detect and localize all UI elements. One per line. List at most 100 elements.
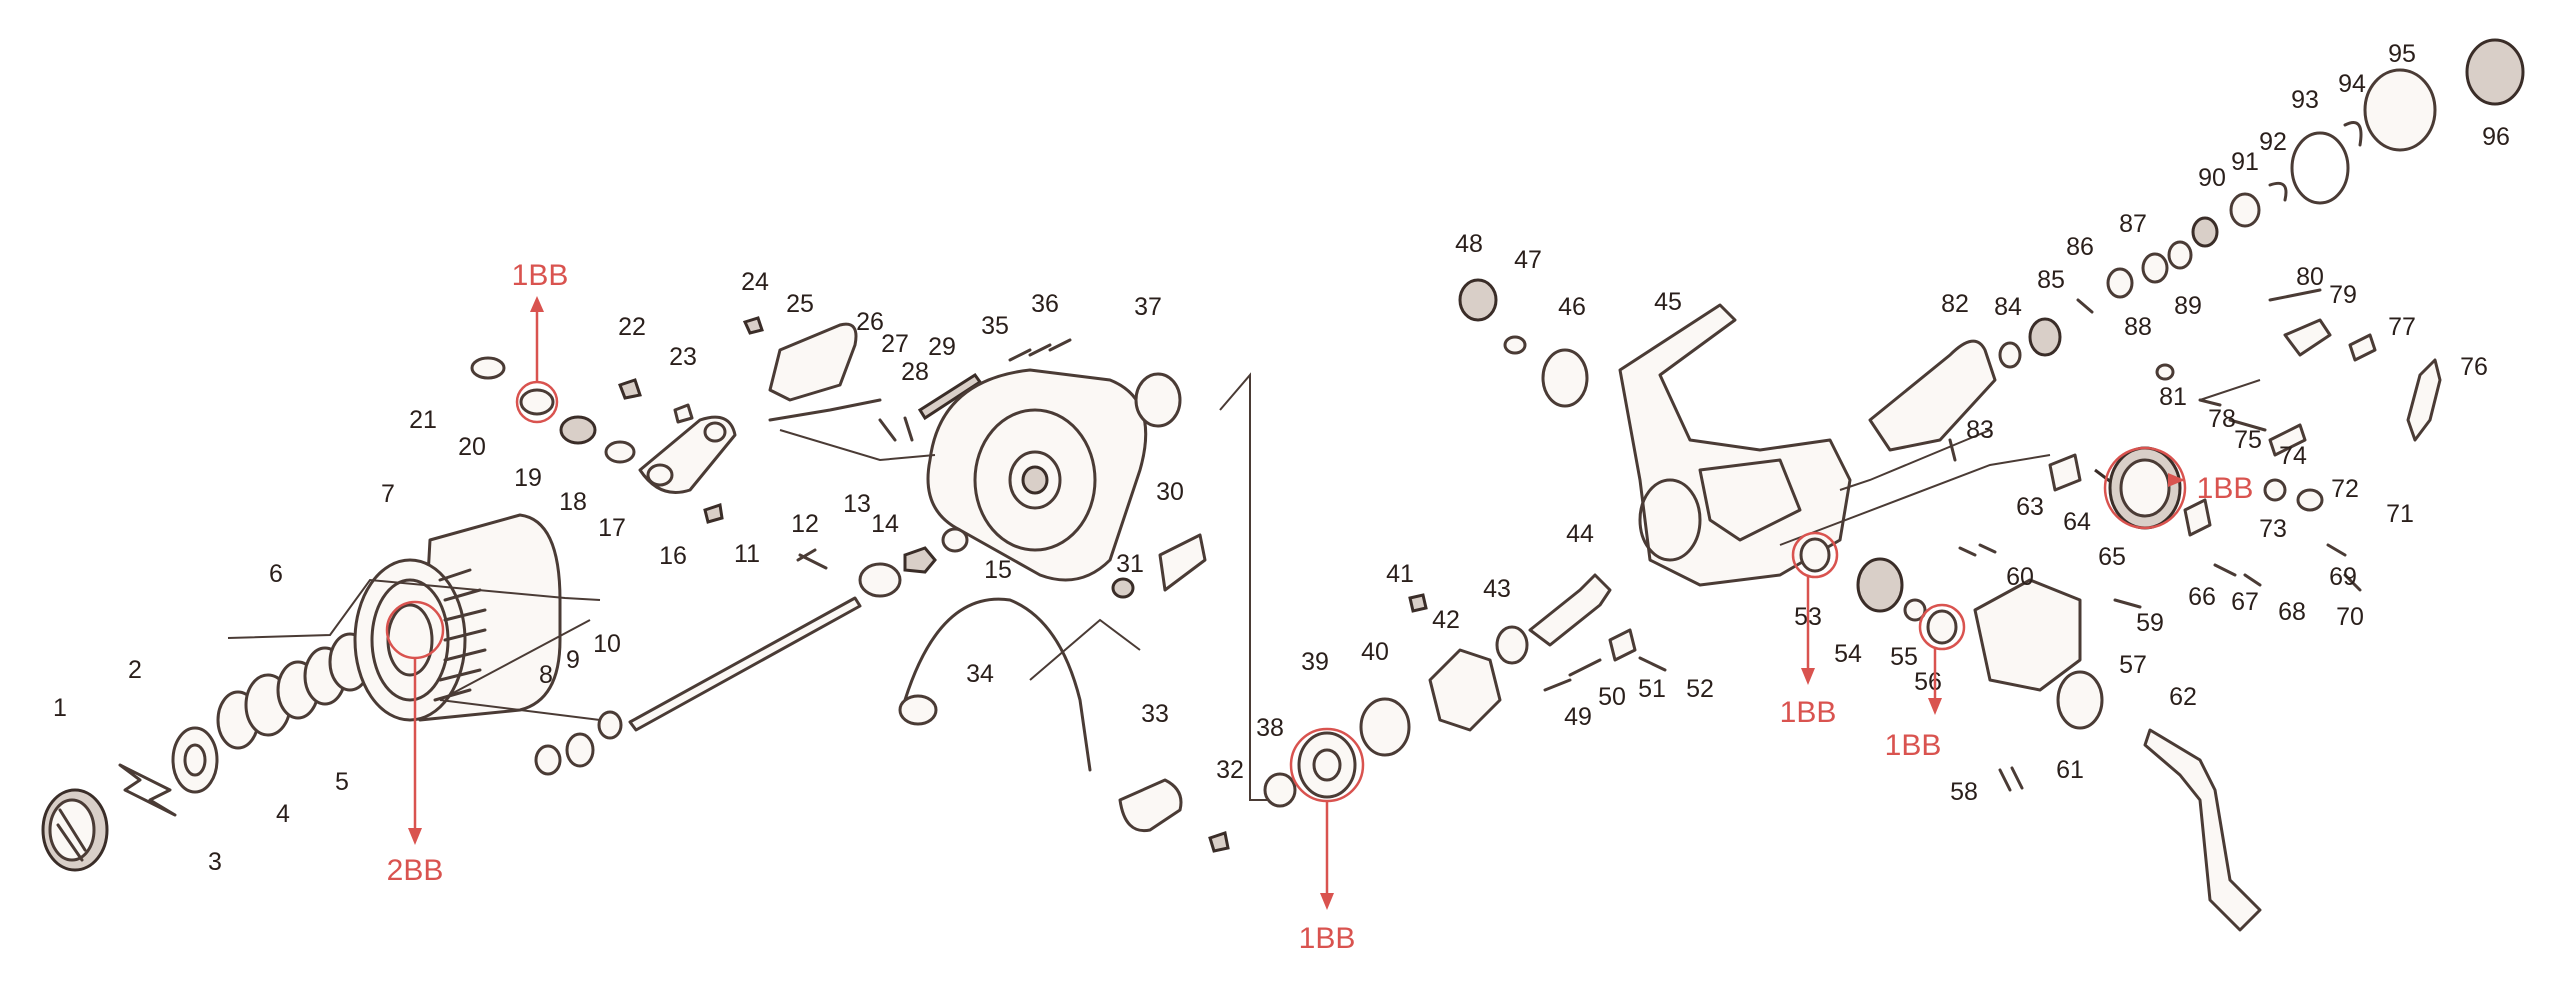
part-label: 88 [2124, 313, 2152, 341]
part-label: 91 [2231, 148, 2259, 176]
bushing-part-23 [673, 403, 694, 424]
part-label: 37 [1134, 293, 1162, 321]
part-76 [2406, 358, 2442, 442]
part-89 [2167, 240, 2193, 270]
part-label: 8 [539, 661, 553, 689]
part-label: 48 [1455, 230, 1483, 258]
part-label: 2 [128, 656, 142, 684]
screw-part-52 [1638, 656, 1667, 672]
screw-part-68 [2243, 573, 2262, 587]
rotor-part-35 [926, 368, 1148, 582]
part-label: 77 [2388, 313, 2416, 341]
spring-part-29 [917, 372, 983, 421]
part-label: 49 [1564, 703, 1592, 731]
bail-support-part-25 [768, 322, 858, 402]
part-label: 50 [1598, 683, 1626, 711]
part-label: 23 [669, 343, 697, 371]
part-label: 75 [2234, 426, 2262, 454]
bearing-callout: 1BB [1780, 531, 1839, 729]
part-label: 39 [1301, 648, 1329, 676]
part-label: 83 [1966, 416, 1994, 444]
part-77 [2348, 333, 2377, 362]
ring-part-93 [2290, 131, 2350, 205]
part-label: 42 [1432, 606, 1460, 634]
bearing-part-20 [519, 388, 555, 416]
roller-washer-18 [604, 440, 636, 464]
gasket-part-46 [1541, 348, 1589, 408]
line-roller-19 [559, 415, 597, 445]
screw-part-24 [742, 316, 764, 335]
screws-part-60 [1958, 543, 1997, 557]
part-label: 47 [1514, 246, 1542, 274]
washer-part-3 [171, 726, 219, 794]
pin-part-27 [878, 418, 897, 442]
main-gear-part-65 [2108, 446, 2182, 530]
clip-part-37 [1134, 372, 1182, 428]
bearing-callout: 2BB [385, 600, 445, 887]
cover-part-30 [1158, 533, 1207, 592]
part-label: 10 [593, 630, 621, 658]
part-label: 63 [2016, 493, 2044, 521]
plate-part-66 [2183, 498, 2212, 537]
plate-part-13 [858, 562, 902, 598]
part-label: 15 [984, 556, 1012, 584]
part-label: 80 [2296, 263, 2324, 291]
part-label: 33 [1141, 700, 1169, 728]
handle-part-62 [2143, 728, 2262, 932]
pin-part-49 [1543, 678, 1572, 692]
part-label: 51 [1638, 675, 1666, 703]
part-label: 26 [856, 308, 884, 336]
bail-wire-part-26 [768, 398, 882, 422]
knob-part-96 [2465, 38, 2525, 106]
part-label: 71 [2386, 500, 2414, 528]
part-label: 52 [1686, 675, 1714, 703]
part-label: 70 [2336, 603, 2364, 631]
part-label: 12 [791, 510, 819, 538]
part-label: 41 [1386, 560, 1414, 588]
part-label: 79 [2329, 281, 2357, 309]
part-label: 46 [1558, 293, 1586, 321]
pin-part-69 [2326, 543, 2347, 557]
part-81 [2155, 363, 2175, 381]
part-label: 86 [2066, 233, 2094, 261]
part-79 [2283, 318, 2332, 357]
part-label: 69 [2329, 563, 2357, 591]
collar-part-40 [1359, 697, 1411, 757]
part-90 [2191, 216, 2219, 248]
spring-part [118, 763, 177, 817]
washer-part-9 [565, 732, 595, 768]
part-label: 24 [741, 268, 769, 296]
screw-part-12 [796, 548, 828, 570]
bearing-callout-label: 1BB [1885, 729, 1942, 762]
part-label: 58 [1950, 778, 1978, 806]
part-label: 35 [981, 312, 1009, 340]
part-label: 65 [2098, 543, 2126, 571]
part-75 [2228, 418, 2267, 432]
bearing-part-53 [1799, 537, 1831, 573]
screw-part-31 [1111, 577, 1135, 599]
part-80 [2268, 288, 2322, 302]
bearing-callout-label: 1BB [1299, 922, 1356, 955]
spool-part [353, 513, 562, 722]
part-label: 64 [2063, 508, 2091, 536]
part-label: 3 [208, 848, 222, 876]
part-label: 30 [1156, 478, 1184, 506]
pin-part-28 [903, 416, 914, 442]
screws-part-36 [1008, 338, 1072, 362]
gear-part-85 [2028, 317, 2062, 357]
part-label: 22 [618, 313, 646, 341]
part-label: 68 [2278, 598, 2306, 626]
bearing-callout: 1BB [1289, 727, 1365, 955]
part-91 [2229, 192, 2261, 228]
nut-part-14 [903, 546, 937, 574]
bearing-callout: 1BB [2103, 446, 2253, 530]
part-label: 56 [1914, 668, 1942, 696]
part-label: 96 [2482, 123, 2510, 151]
bail-arm-part-33 [1118, 778, 1183, 833]
part-label: 67 [2231, 588, 2259, 616]
part-label: 16 [659, 542, 687, 570]
part-87 [2106, 267, 2134, 299]
part-label: 18 [559, 488, 587, 516]
bearing-callouts: 1BB 2BB 1BB 1BB 1BB [385, 259, 2253, 955]
screw-part-16 [703, 503, 724, 524]
